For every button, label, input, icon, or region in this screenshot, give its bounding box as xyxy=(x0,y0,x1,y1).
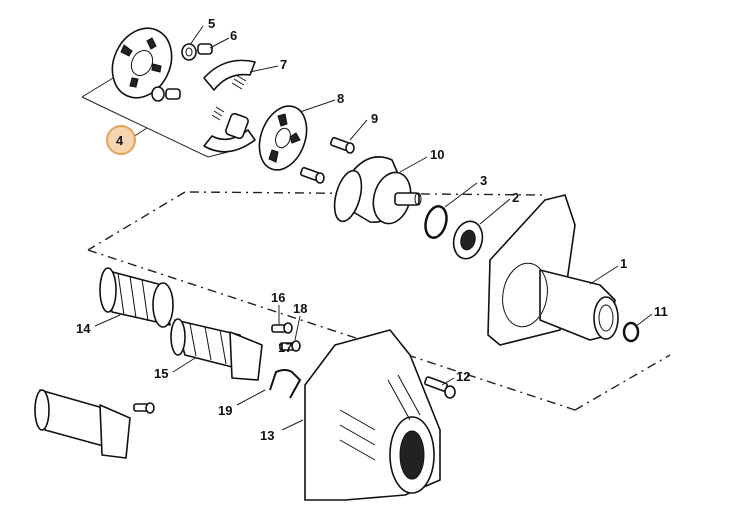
callout-15: 15 xyxy=(154,366,168,381)
callout-11: 11 xyxy=(654,304,668,319)
part-bolt[interactable] xyxy=(424,376,456,399)
callout-3: 3 xyxy=(480,173,487,188)
part-clutch-carrier[interactable] xyxy=(101,19,182,108)
part-screw[interactable] xyxy=(299,136,355,184)
group-bracket-4 xyxy=(81,77,229,158)
part-drive-plate[interactable] xyxy=(251,99,315,176)
callout-1: 1 xyxy=(620,256,627,271)
part-alt-tube[interactable] xyxy=(34,389,155,459)
part-washer[interactable] xyxy=(151,43,213,102)
part-small-screw[interactable] xyxy=(271,322,301,352)
callout-18: 18 xyxy=(293,301,307,316)
callout-6: 6 xyxy=(230,28,237,43)
part-cover-housing[interactable] xyxy=(304,329,441,501)
leader-lines xyxy=(94,25,653,431)
callout-19: 19 xyxy=(218,403,232,418)
callout-8: 8 xyxy=(337,91,344,106)
highlight-4[interactable] xyxy=(106,125,136,155)
callout-12: 12 xyxy=(456,369,470,384)
part-wire-clip[interactable] xyxy=(269,369,302,399)
part-clutch-shoe[interactable] xyxy=(203,59,256,153)
callout-7: 7 xyxy=(280,57,287,72)
part-tube-adapter[interactable] xyxy=(170,318,263,381)
part-circlip[interactable] xyxy=(422,204,450,240)
callout-2: 2 xyxy=(512,190,519,205)
callout-10: 10 xyxy=(430,147,444,162)
part-sleeve[interactable] xyxy=(99,267,174,328)
part-ball-bearing[interactable] xyxy=(450,218,487,262)
callout-14: 14 xyxy=(76,321,91,336)
callout-5: 5 xyxy=(208,16,215,31)
callout-9: 9 xyxy=(371,111,378,126)
part-clutch-drum[interactable] xyxy=(330,156,422,228)
callout-4: 4 xyxy=(116,133,124,148)
callout-13: 13 xyxy=(260,428,274,443)
callout-17: 17 xyxy=(278,340,292,355)
part-retaining-ring[interactable] xyxy=(622,321,640,343)
callout-16: 16 xyxy=(271,290,285,305)
part-gear-housing[interactable] xyxy=(487,194,619,346)
assembly-boundary xyxy=(87,191,671,411)
